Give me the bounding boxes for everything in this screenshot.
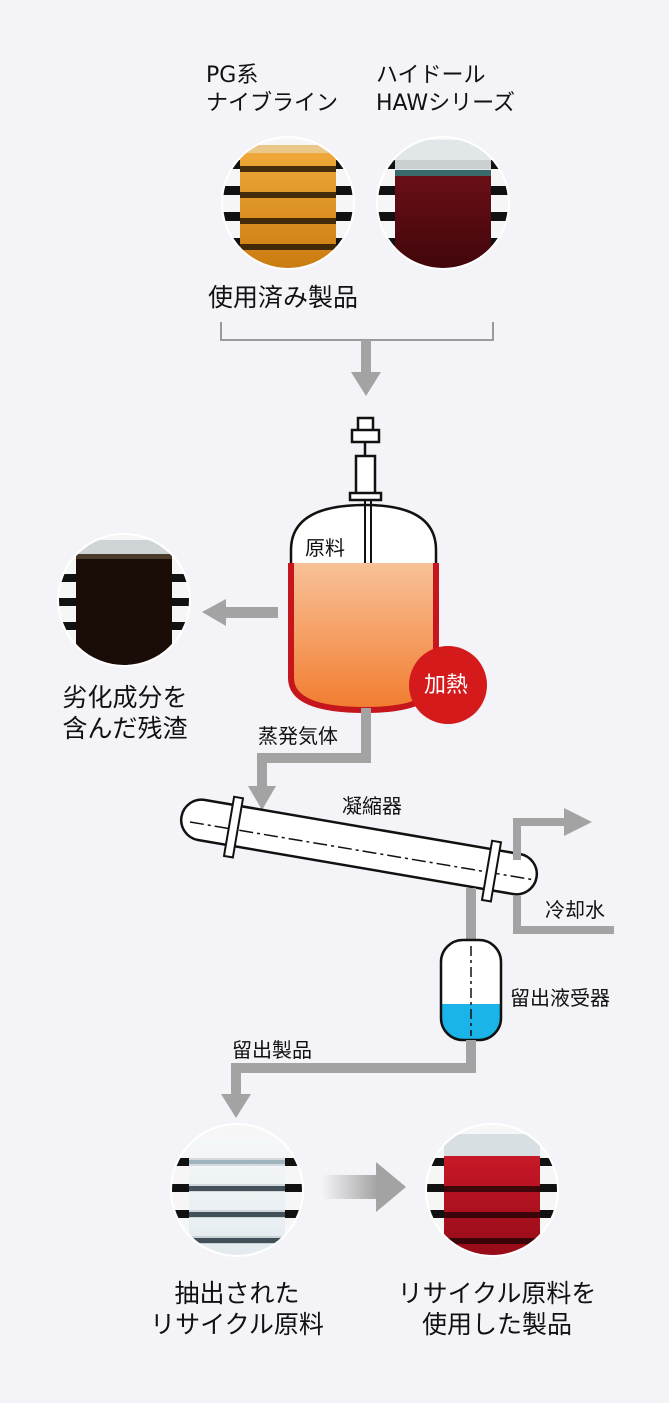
used-products-caption: 使用済み製品 [208, 283, 359, 312]
raw-material-label: 原料 [305, 536, 345, 560]
heat-badge [409, 646, 487, 724]
cooling-water-label: 冷却水 [545, 898, 605, 922]
residue-line1: 劣化成分を [62, 683, 188, 712]
arrow-to-residue [202, 599, 278, 626]
residue-photo [58, 534, 190, 666]
vapor-label: 蒸発気体 [258, 724, 338, 748]
receiver-vessel [439, 938, 503, 1042]
cooling-water-lines [513, 808, 614, 934]
extracted-line1: 抽出された [174, 1279, 300, 1308]
arrow-to-reactor [351, 340, 381, 396]
vapor-pipe [248, 708, 371, 810]
reactor-vessel [288, 416, 439, 714]
sample-left-line1: PG系 [206, 63, 259, 88]
extracted-label: 抽出された リサイクル原料 [132, 1278, 342, 1341]
sample-right-line2: HAWシリーズ [376, 90, 516, 116]
merge-bracket [220, 322, 494, 341]
heat-label: 加熱 [424, 673, 469, 698]
condenser [180, 795, 538, 903]
sample-right-line1: ハイドール [376, 63, 486, 88]
residue-line2: 含んだ残渣 [62, 714, 188, 744]
arrow-to-product [322, 1162, 406, 1212]
sample-left-line2: ナイブライン [206, 90, 339, 116]
product-label: リサイクル原料を 使用した製品 [382, 1278, 612, 1341]
sample-photo-right [377, 137, 509, 269]
sample-photo-left [222, 137, 354, 269]
sample-right-label: ハイドール HAWシリーズ [376, 62, 515, 117]
residue-label: 劣化成分を 含んだ残渣 [40, 682, 210, 745]
condenser-label: 凝縮器 [342, 794, 402, 818]
extracted-photo [171, 1124, 303, 1256]
distillate-label: 留出製品 [232, 1038, 312, 1062]
receiver-label: 留出液受器 [510, 986, 610, 1010]
sample-left-label: PG系 ナイブライン [206, 62, 338, 117]
distillate-pipe [221, 1040, 476, 1118]
extracted-line2: リサイクル原料 [150, 1310, 324, 1340]
product-line2: 使用した製品 [421, 1310, 572, 1340]
product-line1: リサイクル原料を [397, 1279, 597, 1308]
product-photo [426, 1124, 558, 1256]
